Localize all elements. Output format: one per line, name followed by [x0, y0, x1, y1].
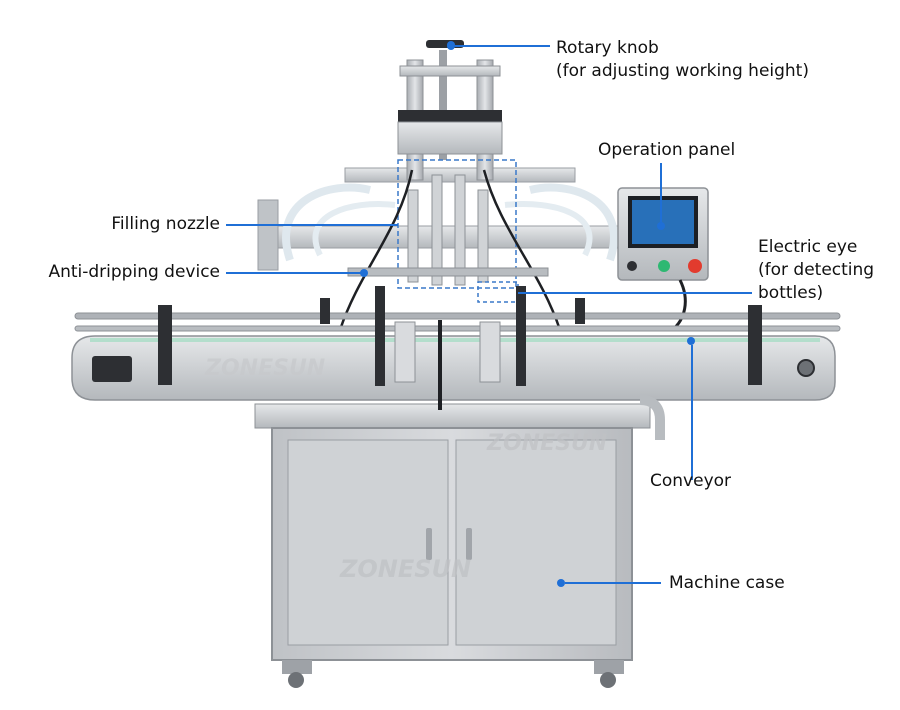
conveyor-rail-top	[74, 312, 841, 320]
operation-panel-label: Operation panel	[598, 140, 736, 160]
filling-nozzle-leader	[226, 224, 398, 226]
conveyor-dot	[687, 337, 695, 345]
operation-panel-leader	[660, 163, 662, 225]
machine-case	[254, 403, 651, 688]
machine-case-leader	[565, 582, 661, 584]
door-handle-left	[426, 528, 432, 560]
anti-dripping-leader	[226, 272, 362, 274]
conveyor	[71, 286, 841, 440]
watermark-1: ZONESUN	[204, 356, 325, 381]
conveyor-label: Conveyor	[650, 471, 732, 491]
machine-case-label: Machine case	[669, 573, 785, 593]
start-button	[658, 260, 670, 272]
caster-wheel-left	[288, 672, 304, 688]
anti-dripping-label: Anti-dripping device	[48, 262, 220, 282]
filling-nozzles	[338, 159, 562, 331]
stop-button	[688, 259, 702, 273]
motor-box	[92, 356, 132, 382]
electric-eye-label-2: (for detecting	[758, 260, 875, 280]
electric-eye-label-3: bottles)	[758, 283, 824, 303]
electric-eye-label-1: Electric eye	[758, 237, 858, 257]
rotary-knob-label: Rotary knob	[556, 38, 659, 58]
rotary-knob-note: (for adjusting working height)	[556, 61, 809, 81]
watermark-2: ZONESUN	[486, 431, 607, 456]
electric-eye-highlight	[477, 281, 519, 303]
conveyor-leader	[691, 345, 693, 480]
anti-dripping-dot	[360, 269, 368, 277]
conveyor-belt	[90, 338, 820, 342]
operation-panel	[617, 187, 709, 332]
caster-wheel-right	[600, 672, 616, 688]
watermark-3: ZONESUN	[339, 555, 471, 583]
machine-case-dot	[557, 579, 565, 587]
filling-nozzle-label: Filling nozzle	[111, 214, 220, 234]
nozzle-highlight-box	[397, 159, 517, 289]
lifting-column	[397, 40, 503, 181]
rotary-knob-dot	[447, 42, 455, 50]
rotary-knob-leader	[455, 45, 550, 47]
conveyor-rail-lower	[74, 325, 841, 332]
anti-dripping-tray	[347, 267, 549, 277]
door-handle-right	[466, 528, 472, 560]
operation-panel-dot	[657, 222, 665, 230]
electric-eye-leader	[518, 292, 752, 294]
